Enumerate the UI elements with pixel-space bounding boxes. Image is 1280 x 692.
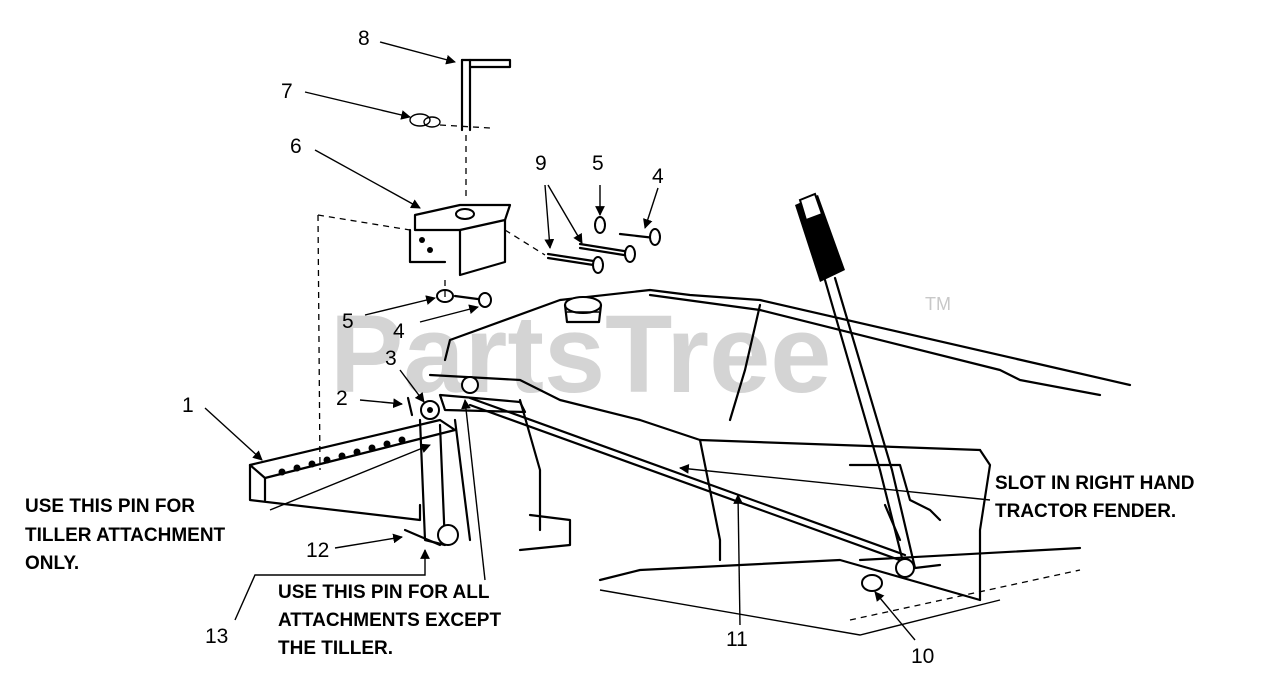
note-all-line-2: ATTACHMENTS EXCEPT [278, 610, 501, 631]
hitch-bracket [248, 376, 527, 547]
note-slot-line-1: SLOT IN RIGHT HAND [995, 473, 1195, 494]
callout-8: 8 [358, 27, 370, 50]
note-all-line-1: USE THIS PIN FOR ALL [278, 582, 490, 603]
callout-9: 9 [535, 152, 547, 175]
note-slot-line-2: TRACTOR FENDER. [995, 501, 1176, 522]
callout-4-lower: 4 [393, 320, 405, 343]
callout-1: 1 [182, 394, 194, 417]
note-tiller-line-3: ONLY. [25, 553, 79, 574]
callout-10: 10 [911, 645, 934, 668]
callout-2: 2 [336, 387, 348, 410]
lift-rod [468, 396, 907, 564]
callout-13: 13 [205, 625, 228, 648]
note-all-line-3: THE TILLER. [278, 638, 393, 659]
note-all-pin: USE THIS PIN FOR ALL ATTACHMENTS EXCEPT … [278, 582, 501, 659]
note-tiller-pin: USE THIS PIN FOR TILLER ATTACHMENT ONLY. [25, 496, 226, 574]
watermark-trademark: TM [925, 294, 951, 314]
upper-assembly [317, 58, 661, 471]
callout-6: 6 [290, 135, 302, 158]
callout-5-lower: 5 [342, 310, 354, 333]
callout-12: 12 [306, 539, 329, 562]
note-slot: SLOT IN RIGHT HAND TRACTOR FENDER. [995, 473, 1195, 522]
callout-7: 7 [281, 80, 293, 103]
callout-leaders [204, 41, 991, 641]
tractor-frame [428, 288, 1132, 636]
callout-11: 11 [726, 628, 748, 651]
callout-5-upper: 5 [592, 152, 604, 175]
lift-lever [795, 192, 942, 592]
callout-3: 3 [385, 347, 397, 370]
callout-4-upper: 4 [652, 165, 664, 188]
note-tiller-line-2: TILLER ATTACHMENT [25, 525, 226, 546]
callout-numbers: 8 7 6 9 5 4 5 4 3 2 1 12 13 11 10 [182, 27, 934, 668]
note-tiller-line-1: USE THIS PIN FOR [25, 496, 195, 517]
